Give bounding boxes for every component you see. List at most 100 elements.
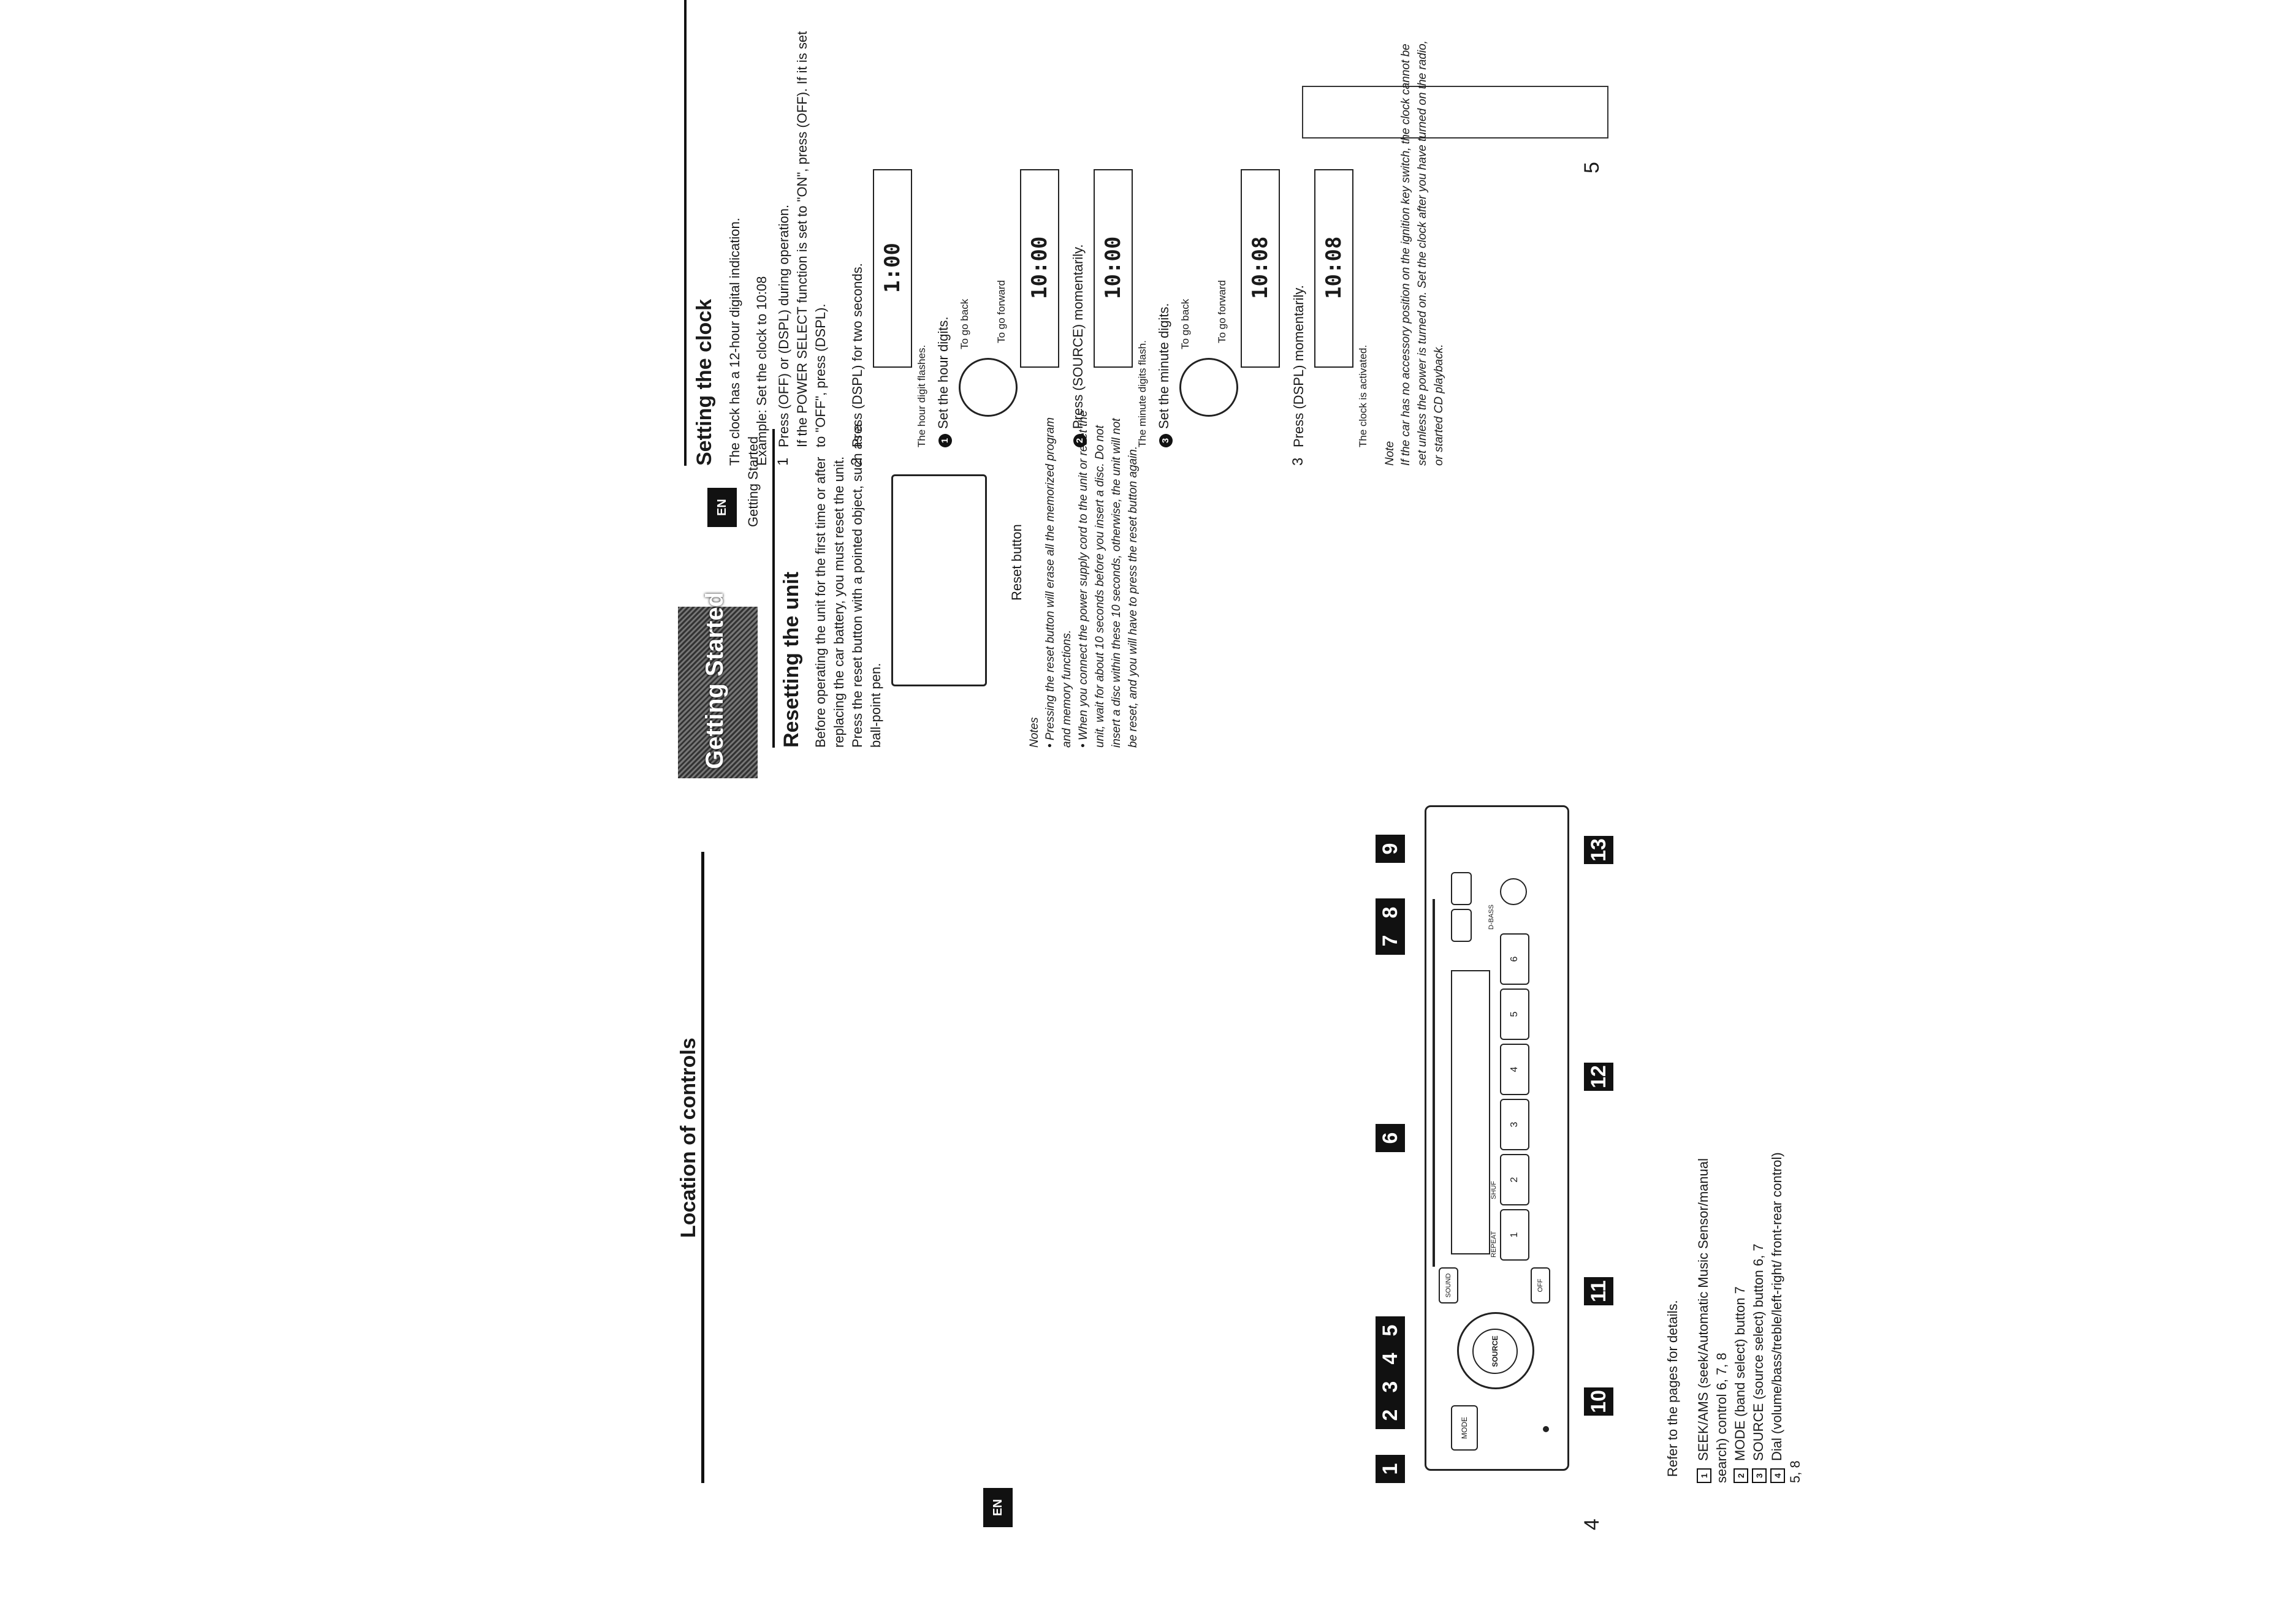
lcd-5-caption: The clock is activated. [1357, 344, 1369, 447]
callout-2: 2 [1376, 1401, 1405, 1429]
lcd-1-caption: The hour digit flashes. [916, 344, 927, 447]
circled-1: 1 [938, 434, 952, 447]
clock-intro: The clock has a 12-hour digital indicati… [727, 218, 742, 466]
disc-slot [1433, 899, 1435, 1267]
circled-3: 3 [1159, 434, 1173, 447]
title-rule-reset [772, 429, 775, 748]
step2-text: Press (DSPL) for two seconds. [850, 263, 865, 447]
step1-text: Press (OFF) or (DSPL) during operation. … [776, 31, 828, 447]
preset-buttons: 1 2 3 4 5 6 [1500, 893, 1531, 1261]
reset-title: Resetting the unit [780, 571, 803, 748]
clock-title: Setting the clock [693, 298, 716, 466]
title-rule-clock [684, 0, 687, 466]
callout-4: 4 [1376, 1345, 1405, 1373]
reset-body: Before operating the unit for the first … [813, 423, 883, 748]
sub1: 1 Set the hour digits. [934, 317, 953, 447]
refer-text: Refer to the pages for details. [1665, 1300, 1680, 1477]
mode-button[interactable]: MODE [1451, 1405, 1478, 1451]
step3-text: Press (DSPL) momentarily. [1291, 285, 1306, 447]
to-go-back-1: To go back [959, 298, 970, 349]
circled-2: 2 [1073, 434, 1087, 447]
sound-label: SOUND [1445, 1273, 1452, 1298]
getting-started-banner-text: Getting Started [701, 592, 728, 769]
lcd-3-caption: The minute digits flash. [1136, 340, 1148, 447]
off-button[interactable]: OFF [1531, 1267, 1550, 1303]
lang-tag-left: EN [983, 1488, 1013, 1527]
legend-left: 1SEEK/AMS (seek/Automatic Music Sensor/m… [1694, 1140, 1805, 1483]
eject-button[interactable] [1451, 872, 1472, 905]
step2-num: 2 [848, 457, 865, 466]
preset-5-label: 5 [1509, 1011, 1520, 1017]
callouts-bottom: 10 11 12 13 [1584, 809, 1621, 1483]
sub2: 2 Press (SOURCE) momentarily. [1069, 244, 1087, 447]
preset-2-label: 2 [1509, 1177, 1520, 1183]
lcd-2: 10:00 [1020, 169, 1059, 368]
callout-8: 8 [1376, 898, 1405, 927]
rotated-spread: EN Location of controls 1 2 3 4 5 6 7 8 … [628, 0, 1803, 1569]
dbass-dial[interactable] [1500, 878, 1527, 905]
preset-2[interactable]: 2 [1500, 1154, 1529, 1205]
sound-button[interactable]: SOUND [1439, 1267, 1458, 1303]
callout-5: 5 [1376, 1316, 1405, 1345]
callout-11: 11 [1584, 1277, 1613, 1305]
lcd-5-text: 10:08 [1322, 236, 1346, 299]
mode-label: MODE [1460, 1417, 1469, 1439]
step3-num: 3 [1290, 457, 1306, 466]
callout-9: 9 [1376, 835, 1405, 863]
clock-note: If the car has no accessory position on … [1399, 40, 1445, 466]
callout-12: 12 [1584, 1063, 1613, 1091]
legend-item: 4Dial (volume/bass/treble/left-right/ fr… [1769, 1152, 1803, 1483]
lcd-1-text: 1:00 [880, 243, 905, 293]
callout-13: 13 [1584, 836, 1613, 864]
source-label: SOURCE [1491, 1335, 1499, 1367]
preset-1[interactable]: 1 [1500, 1209, 1529, 1261]
btm-sens-button[interactable] [1451, 909, 1472, 942]
shuf-label: SHUF [1490, 1181, 1498, 1199]
volume-dial[interactable]: SOURCE [1457, 1312, 1534, 1389]
callout-6: 6 [1376, 1124, 1405, 1152]
reset-notes-title: Notes [1028, 717, 1041, 748]
preset-6[interactable]: 6 [1500, 933, 1529, 985]
repeat-label: REPEAT [1490, 1231, 1498, 1258]
lcd-4: 10:08 [1241, 169, 1280, 368]
preset-1-label: 1 [1509, 1232, 1520, 1238]
lcd-3: 10:00 [1094, 169, 1133, 368]
preset-6-label: 6 [1509, 956, 1520, 962]
clock-dial-2 [1179, 358, 1238, 417]
preset-3[interactable]: 3 [1500, 1099, 1529, 1150]
stereo-panel-diagram: MODE SOURCE SOUND OFF 1 2 3 4 5 6 REPEAT [1425, 805, 1569, 1471]
preset-4-label: 4 [1509, 1066, 1520, 1072]
reset-hole[interactable] [1543, 1426, 1549, 1432]
to-go-back-2: To go back [1179, 298, 1191, 349]
preset-3-label: 3 [1509, 1121, 1520, 1128]
lcd-4-text: 10:08 [1248, 236, 1273, 299]
title-rule-left [701, 852, 704, 1483]
footer-section: Getting Started [745, 436, 761, 527]
callout-3: 3 [1376, 1373, 1405, 1401]
preset-4[interactable]: 4 [1500, 1044, 1529, 1095]
callout-7: 7 [1376, 927, 1405, 955]
step1-num: 1 [775, 457, 791, 466]
lcd-2-text: 10:00 [1027, 236, 1052, 299]
clock-note-title: Note [1383, 441, 1396, 466]
lcd-3-text: 10:00 [1101, 236, 1125, 299]
reset-note-2: • When you connect the power supply cord… [1077, 410, 1140, 748]
reset-note-1: • Pressing the reset button will erase a… [1044, 417, 1073, 748]
callout-1: 1 [1376, 1455, 1405, 1483]
reset-diagram [891, 474, 987, 686]
reset-button-label: Reset button [1009, 524, 1024, 601]
sub1-text: Set the hour digits. [935, 316, 951, 429]
source-button[interactable]: SOURCE [1472, 1329, 1518, 1374]
lcd-1: 1:00 [873, 169, 912, 368]
off-label: OFF [1537, 1278, 1544, 1292]
preset-5[interactable]: 5 [1500, 988, 1529, 1040]
display-window [1451, 970, 1490, 1254]
lang-tag-right: EN [707, 488, 737, 527]
legend-item: 1SEEK/AMS (seek/Automatic Music Sensor/m… [1696, 1158, 1729, 1483]
sub3-text: Set the minute digits. [1156, 303, 1171, 429]
legend-item: 3SOURCE (source select) button 6, 7 [1749, 1140, 1768, 1483]
sub2-text: Press (SOURCE) momentarily. [1070, 244, 1086, 429]
sub3: 3 Set the minute digits. [1155, 303, 1173, 447]
page-title: Location of controls [677, 1038, 700, 1238]
dbass-label: D-BASS [1488, 905, 1495, 930]
